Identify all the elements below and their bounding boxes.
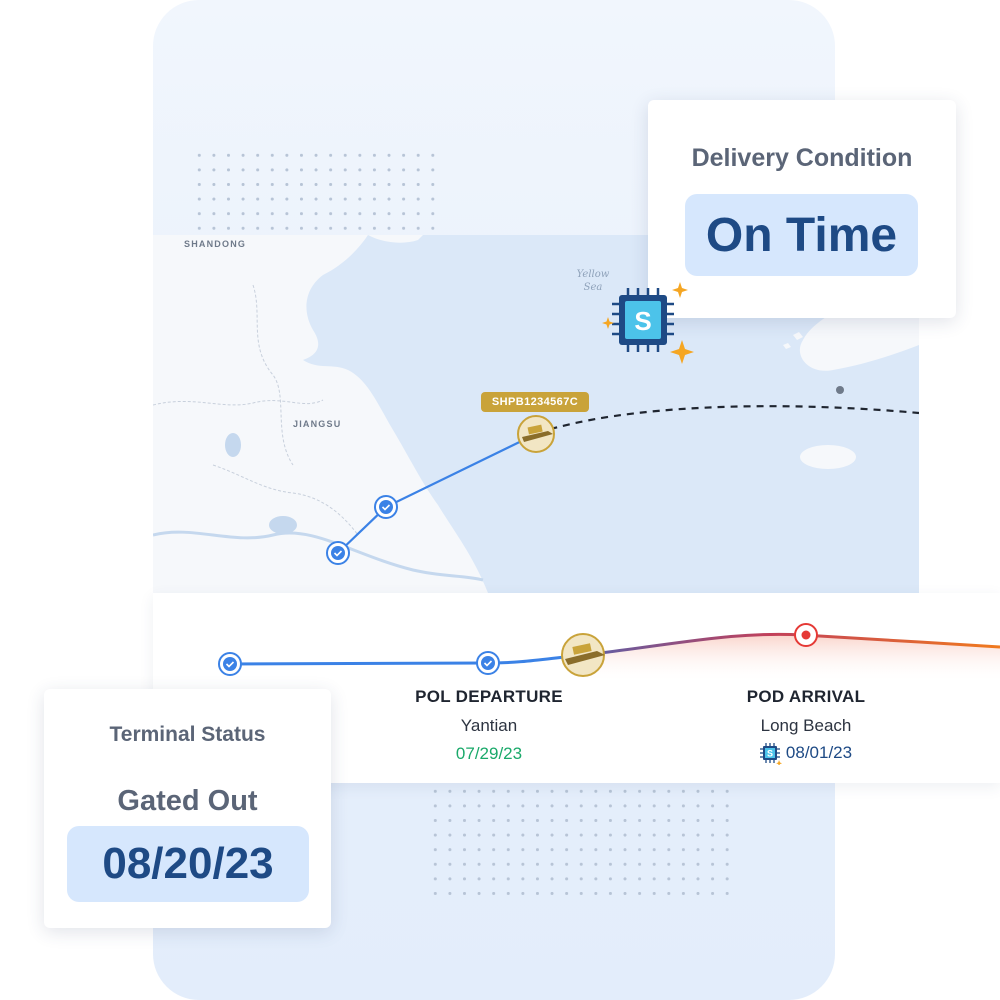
land-peninsula <box>368 235 423 243</box>
delivery-status-badge: On Time <box>685 194 918 276</box>
province-border <box>252 284 294 466</box>
lake <box>225 433 241 457</box>
ship-icon[interactable] <box>517 415 555 453</box>
terminal-date-badge: 08/20/23 <box>67 826 309 902</box>
chip-body: S <box>612 288 674 352</box>
pol-date: 07/29/23 <box>455 744 523 763</box>
chip-icon: S <box>602 282 694 364</box>
chip-icon: S <box>759 743 782 765</box>
map-canvas <box>153 235 919 593</box>
destination-marker-icon[interactable] <box>794 623 818 647</box>
timeline-check-icon[interactable] <box>476 651 500 675</box>
future-route <box>537 405 919 435</box>
pol-place: Yantian <box>460 716 518 735</box>
dot-pattern <box>428 784 734 902</box>
terminal-status-value: Gated Out <box>117 785 258 817</box>
sparkle-icon <box>670 340 694 364</box>
pol-departure-label: POL DEPARTURE <box>415 687 563 706</box>
ship-icon[interactable] <box>561 633 605 677</box>
delivery-condition-title: Delivery Condition <box>691 144 913 172</box>
map-region-label: SHANDONG <box>184 239 247 249</box>
sea-label-line: Sea <box>583 282 603 293</box>
sea-label: Yellow Sea <box>568 268 618 294</box>
pod-place: Long Beach <box>760 716 852 735</box>
province-border <box>212 464 359 536</box>
islands <box>783 332 803 349</box>
province-border <box>153 399 324 406</box>
chip-letter: S <box>767 749 773 759</box>
pod-date: 08/01/23 <box>785 743 853 762</box>
sparkle-icon <box>672 282 688 298</box>
river <box>153 530 484 582</box>
land-jeju <box>800 445 856 469</box>
pod-date-row: S 08/01/23 <box>705 741 905 765</box>
terminal-status-card: Terminal Status Gated Out 08/20/23 <box>44 689 331 928</box>
delivery-condition-card: Delivery Condition On Time <box>648 100 956 318</box>
ship-id-tag[interactable]: SHPB1234567C <box>481 392 589 412</box>
checkpoint-icon[interactable] <box>374 495 398 519</box>
terminal-status-title: Terminal Status <box>109 723 266 746</box>
port-marker-icon[interactable] <box>836 386 844 394</box>
map-region-label: JIANGSU <box>293 419 342 429</box>
timeline-check-icon[interactable] <box>218 652 242 676</box>
timeline-traveled <box>229 653 584 666</box>
land-mainland <box>153 235 488 593</box>
sea-label-line: Yellow <box>576 269 610 280</box>
checkpoint-icon[interactable] <box>326 541 350 565</box>
sparkle-icon <box>602 317 614 329</box>
dot-pattern <box>192 148 436 234</box>
timeline-track <box>218 623 1000 683</box>
pod-arrival-label: POD ARRIVAL <box>746 687 866 706</box>
chip-letter: S <box>634 306 651 336</box>
lake <box>269 516 297 534</box>
timeline-glow <box>583 634 1000 683</box>
